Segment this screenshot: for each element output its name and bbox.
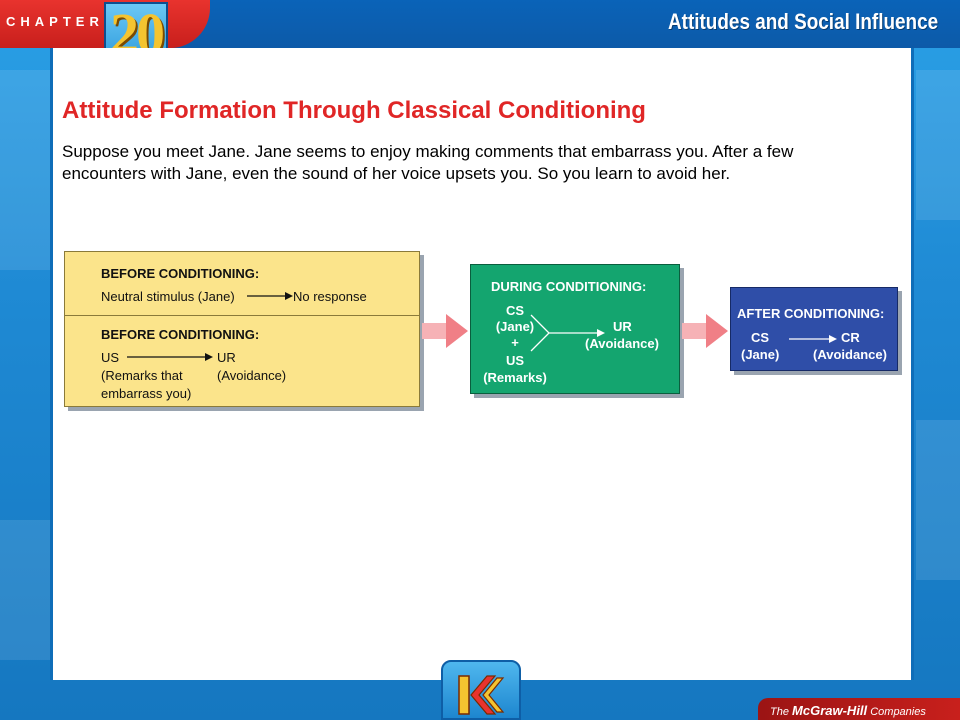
- plus-sign: +: [511, 335, 519, 350]
- ur-label: UR: [217, 350, 236, 365]
- arrow-icon: [247, 292, 293, 300]
- us-description-2: embarrass you): [101, 386, 192, 401]
- during-conditioning-box: DURING CONDITIONING: CS (Jane) + US (Rem…: [470, 264, 680, 394]
- bg-tile: [0, 70, 50, 270]
- slide-title: Attitude Formation Through Classical Con…: [62, 97, 646, 124]
- arrow-icon: [789, 335, 837, 343]
- before-heading-2: BEFORE CONDITIONING:: [101, 327, 260, 342]
- cr-description: (Avoidance): [813, 347, 887, 362]
- publisher-bar: [758, 698, 960, 720]
- us-label: US: [505, 353, 525, 368]
- neutral-stimulus-label: Neutral stimulus (Jane): [101, 289, 235, 304]
- bg-tile: [916, 70, 960, 220]
- during-heading: DURING CONDITIONING:: [491, 279, 647, 294]
- bg-tile: [0, 520, 50, 660]
- cs-label: CS: [751, 330, 770, 345]
- after-heading: AFTER CONDITIONING:: [737, 306, 885, 321]
- chapter-label: CHAPTER: [6, 14, 104, 29]
- box-divider: [65, 315, 419, 316]
- chapter-title: Attitudes and Social Influence: [667, 9, 938, 34]
- cr-label: CR: [841, 330, 860, 345]
- us-description: (Remarks): [483, 370, 547, 385]
- cs-description: (Jane): [741, 347, 780, 362]
- cs-label: CS: [505, 303, 525, 318]
- ur-label: UR: [613, 319, 632, 334]
- ur-description: (Avoidance): [585, 336, 659, 351]
- publisher-suffix: Companies: [870, 706, 926, 718]
- publisher-prefix: The: [770, 706, 789, 718]
- no-response-label: No response: [293, 289, 367, 304]
- back-arrow-icon: [458, 675, 505, 715]
- publisher-logo: The McGraw-Hill Companies: [770, 703, 926, 718]
- before-heading-1: BEFORE CONDITIONING:: [101, 266, 260, 281]
- slide-body: Suppose you meet Jane. Jane seems to enj…: [62, 142, 794, 183]
- after-conditioning-box: AFTER CONDITIONING: CS (Jane) CR (Avoida…: [730, 287, 898, 371]
- arrow-icon: [127, 353, 213, 361]
- flow-arrow-icon: [422, 314, 468, 348]
- bg-tile: [916, 420, 960, 580]
- cs-description: (Jane): [495, 319, 535, 334]
- us-label: US: [101, 350, 120, 365]
- us-description-1: (Remarks that: [101, 368, 183, 383]
- before-conditioning-box: BEFORE CONDITIONING: Neutral stimulus (J…: [64, 251, 420, 407]
- ur-description: (Avoidance): [217, 368, 287, 383]
- converging-arrow-icon: [530, 314, 605, 352]
- publisher-name: McGraw-Hill: [792, 703, 868, 718]
- back-button[interactable]: [441, 660, 521, 720]
- flow-arrow-icon: [682, 314, 728, 348]
